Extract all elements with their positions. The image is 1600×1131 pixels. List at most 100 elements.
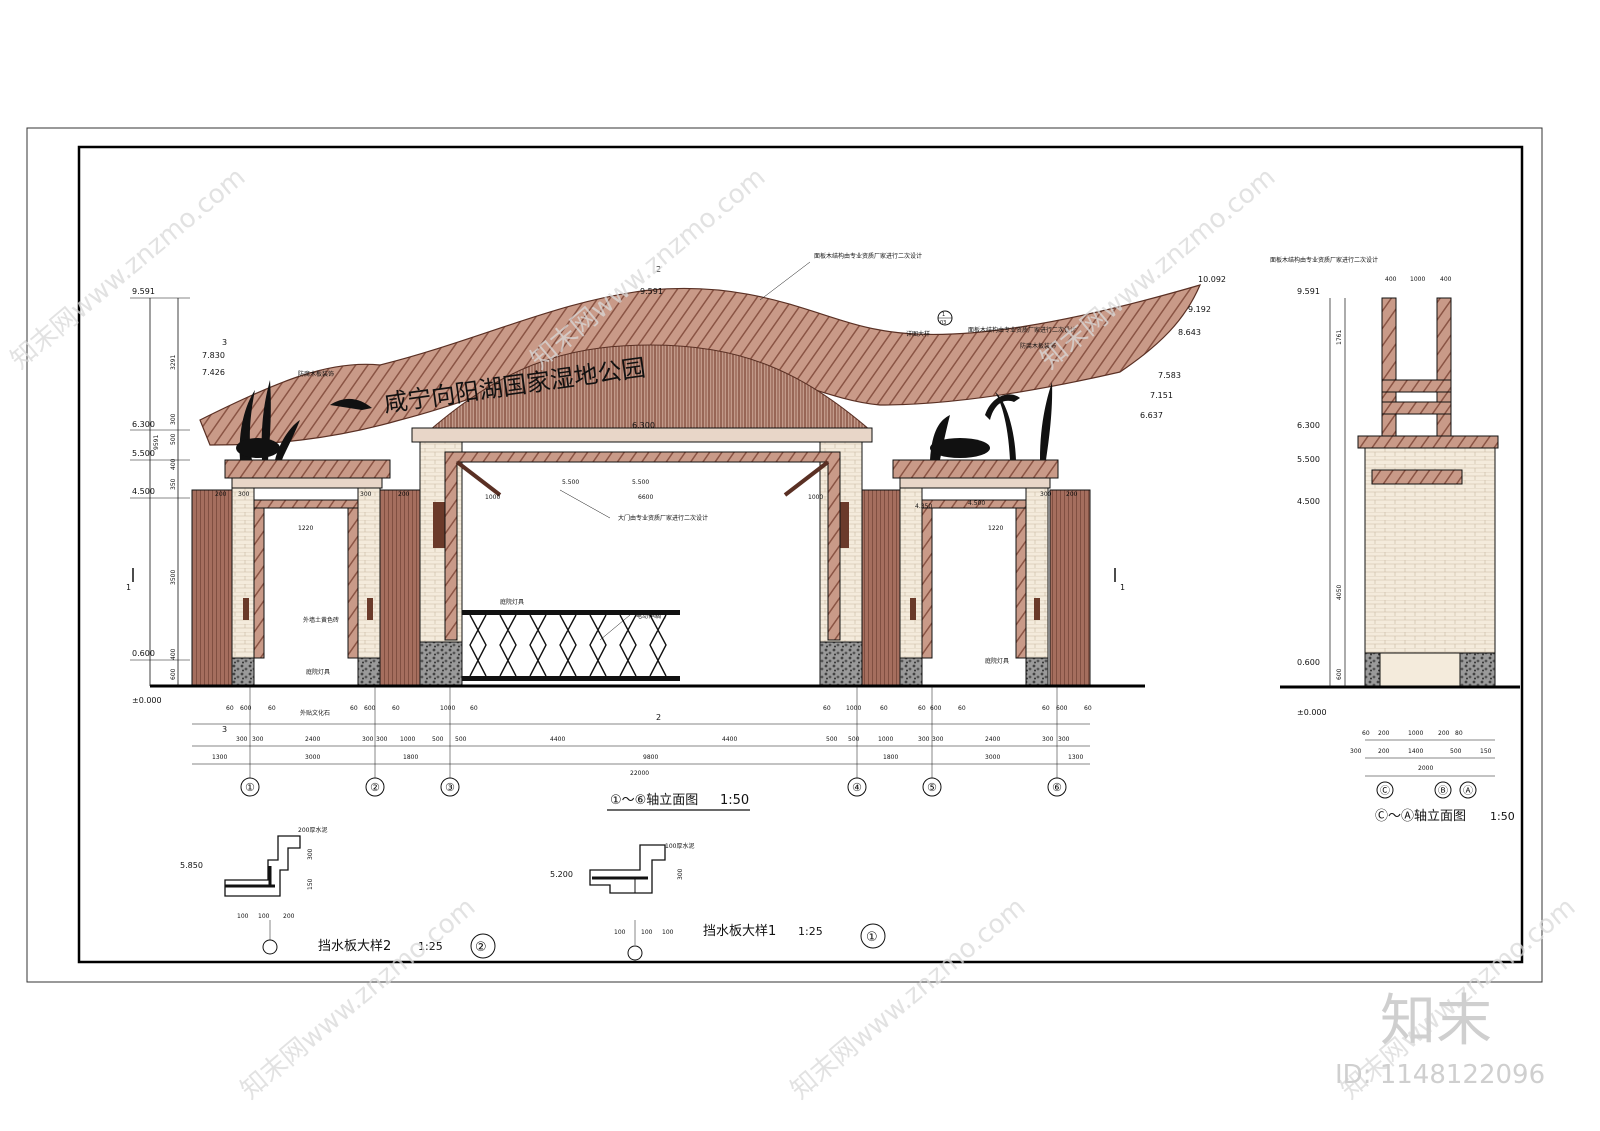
drawing-side_view-axes-0-label: Ⓒ — [1380, 785, 1390, 797]
lamp-3 — [433, 502, 445, 548]
drawing-detail2-dims-0-label: 300 — [307, 848, 314, 860]
drawing-side_view-bottom_dims1-3-label: 200 — [1438, 730, 1450, 737]
drawing-detail2-dims-4-label: 200 — [283, 913, 295, 920]
drawing-main_view-top_dims-13-label: 200 — [1066, 491, 1078, 498]
drawing-main_view-dims_row1-8-label: 4400 — [550, 736, 565, 743]
drawing-main_view-dims_row1-14-label: 300 — [932, 736, 944, 743]
pillar-1 — [231, 487, 255, 659]
drawing-main_view-top_dims-10-label: 4.350 — [915, 503, 932, 510]
drawing-main_view-section_marks-0-label: 1 — [126, 583, 131, 592]
drawing-main_view-vertical_dims-0-label: 3291 — [170, 355, 177, 370]
drawing-main_view-top_dims-11-label: 4.500 — [968, 500, 985, 507]
drawing-detail2-scale-label: 1:25 — [418, 940, 443, 953]
drawing-main_view-base_dims-14-label: 60 — [1042, 705, 1050, 712]
drawing-main_view-elevations-2-label: 5.500 — [132, 449, 155, 458]
elevations-right: 10.092 9.192 8.643 7.583 7.151 6.637 9.5… — [632, 275, 1226, 430]
drawing-side_view-elevations-3-label: 4.500 — [1297, 497, 1320, 506]
drawing-main_view-top_dims-0-label: 200 — [215, 491, 227, 498]
drawing-main_view-notes-2-label: 大门由专业资质厂家进行二次设计 — [618, 514, 708, 522]
pillar-5 — [899, 487, 923, 659]
drawing-detail2-level-label: 5.850 — [180, 861, 203, 870]
drawing-side_view-bottom_dims2-1-label: 200 — [1378, 748, 1390, 755]
side-elevation-labels: 9.591 6.300 5.500 4.500 0.600 ±0.000 400… — [1270, 256, 1515, 824]
drawing-side_view-bottom_dims2-0-label: 300 — [1350, 748, 1362, 755]
drawing-main_view-section_marks-3-label: 2 — [656, 713, 661, 722]
drawing-main_view-center_elevations-1-label: 6.300 — [632, 421, 655, 430]
drawing-main_view-dims_row1-9-label: 4400 — [722, 736, 737, 743]
drawing-watermark-site-label: 知末网www.znzmo.com — [1035, 162, 1281, 375]
drawing-main_view-base_dims-0-label: 60 — [226, 705, 234, 712]
arch-slats — [428, 344, 872, 431]
drawing-main_view-dims_row1-15-label: 2400 — [985, 736, 1000, 743]
drawing-main_view-notes-5-label: 外贴文化石 — [300, 709, 330, 717]
brand-logo: 知末 — [1380, 989, 1492, 1054]
drawing-main_view-top_dims-3-label: 300 — [360, 491, 372, 498]
drawing-main_view-dims_row1-0-label: 300 — [236, 736, 248, 743]
planter-right — [892, 459, 1059, 479]
drawing-side_view-bottom_dims1-1-label: 200 — [1378, 730, 1390, 737]
drawing-main_view-elevations-4-label: 0.600 — [132, 649, 155, 658]
notes: 面板木结构由专业资质厂家进行二次设计 防腐木板装饰 防腐木板装饰 面板木结构由专… — [298, 252, 1076, 717]
drawing-side_view-bottom_dims1-4-label: 80 — [1455, 730, 1463, 737]
drawing-main_view-center_elevations-0-label: 9.591 — [640, 287, 663, 296]
base-dims: 60 600 60 60 600 60 1000 60 60 1000 60 6… — [226, 705, 1092, 712]
drawing-side_view-bottom_dims2-4-label: 150 — [1480, 748, 1492, 755]
drawing-main_view-dims_row1-17-label: 300 — [1058, 736, 1070, 743]
drawing-side_view-top_dims-1-label: 1000 — [1410, 276, 1425, 283]
drawing-main_view-base_dims-4-label: 600 — [364, 705, 376, 712]
wall-inner-left — [379, 489, 421, 686]
drawing-main_view-base_dims-11-label: 60 — [918, 705, 926, 712]
drawing-side_view-bottom_dims2-2-label: 1400 — [1408, 748, 1423, 755]
drawing-detail2-dims-3-label: 100 — [258, 913, 270, 920]
drawing-main_view-vertical_dims-1-label: 9591 — [153, 435, 160, 450]
drawing-main_view-dims_row1-4-label: 300 — [376, 736, 388, 743]
drawing-detail2-mark-label: ② — [475, 940, 487, 955]
drawing-main_view-dims_row2-4-label: 1800 — [883, 754, 898, 761]
drawing-main_view-base_dims-8-label: 60 — [823, 705, 831, 712]
drawing-side_view-elevations-4-label: 0.600 — [1297, 658, 1320, 667]
drawing-main_view-notes-0-label: 面板木结构由专业资质厂家进行二次设计 — [814, 252, 922, 260]
drawing-main_view-base_dims-5-label: 60 — [392, 705, 400, 712]
inner-border — [77, 145, 1524, 964]
drawing-main_view-dims_row2-3-label: 9800 — [643, 754, 658, 761]
drawing-side_view-bottom_dims2-3-label: 500 — [1450, 748, 1462, 755]
drawing-main_view-title-label: ①～⑥轴立面图 — [610, 793, 698, 808]
drawing-main_view-axes-2-label: ③ — [445, 781, 455, 794]
drawing-main_view-elevations-3-label: 4.500 — [132, 487, 155, 496]
drawing-main_view-notes-4-label: 庭院灯具 — [306, 668, 330, 676]
drawing-main_view-scale-label: 1:50 — [720, 793, 749, 808]
drawing-main_view-dims_row1-5-label: 1000 — [400, 736, 415, 743]
drawing-main_view-notes-4-label: 庭院灯具 — [500, 598, 524, 606]
drawing-side_view-vertical_dims-12-label: 4050 — [1336, 585, 1343, 600]
drawing-main_view-notes-3-label: 电动伸缩门 — [636, 612, 666, 620]
drawing-main_view-dims_row1-6-label: 500 — [432, 736, 444, 743]
drawing-side_view-elevations-0-label: 9.591 — [1297, 287, 1320, 296]
drawing-side_view-elevations-5-label: ±0.000 — [1297, 708, 1327, 717]
dims-row1: 300 300 2400 300 300 1000 500 500 4400 4… — [236, 736, 1070, 743]
drawing-main_view-elevations-0-label: 9.591 — [132, 287, 155, 296]
drawing-main_view-base_dims-16-label: 60 — [1084, 705, 1092, 712]
drawing-side_view-title-label: Ⓒ～Ⓐ轴立面图 — [1375, 809, 1466, 824]
outer-border — [26, 127, 1543, 983]
drawing-main_view-top_dims-14-label: 1220 — [988, 525, 1003, 532]
drawing-side_view-axes-1-label: Ⓑ — [1438, 785, 1448, 797]
drawing-main_view-dims_row2-2-label: 1800 — [403, 754, 418, 761]
pillar-2 — [357, 487, 381, 659]
drawing-main_view-dims_row1-3-label: 300 — [362, 736, 374, 743]
drawing-side_view-bottom_dims1-2-label: 1000 — [1408, 730, 1423, 737]
drawing-detail1-note-label: 100厚水泥 — [665, 842, 694, 850]
drawing-main_view-section_marks-1-label: 1 — [1120, 583, 1125, 592]
drawing-main_view-notes-6-label: 外墙土黄色砖 — [303, 616, 339, 624]
drawing-side_view-bottom_dims1-0-label: 60 — [1362, 730, 1370, 737]
drawing-main_view-section_marks-2-label: 2 — [656, 265, 661, 274]
plant-right — [930, 382, 1053, 460]
drawing-main_view-vertical_dims-6-label: 3500 — [170, 570, 177, 585]
drawing-main_view-vertical_dims-3-label: 300 — [170, 413, 177, 425]
drawing-main_view-notes-1-label: 防腐木板装饰 — [298, 370, 334, 378]
drawing-main_view-axes-1-label: ② — [370, 781, 380, 794]
drawing-main_view-dims_row1-2-label: 2400 — [305, 736, 320, 743]
lamp-5 — [910, 598, 916, 620]
drawing-main_view-left_elevations-0-label: 7.830 — [202, 351, 225, 360]
drawing-main_view-section_marks-5-label: 3 — [222, 725, 227, 734]
drawing-main_view-left_elevations-1-label: 7.426 — [202, 368, 225, 377]
